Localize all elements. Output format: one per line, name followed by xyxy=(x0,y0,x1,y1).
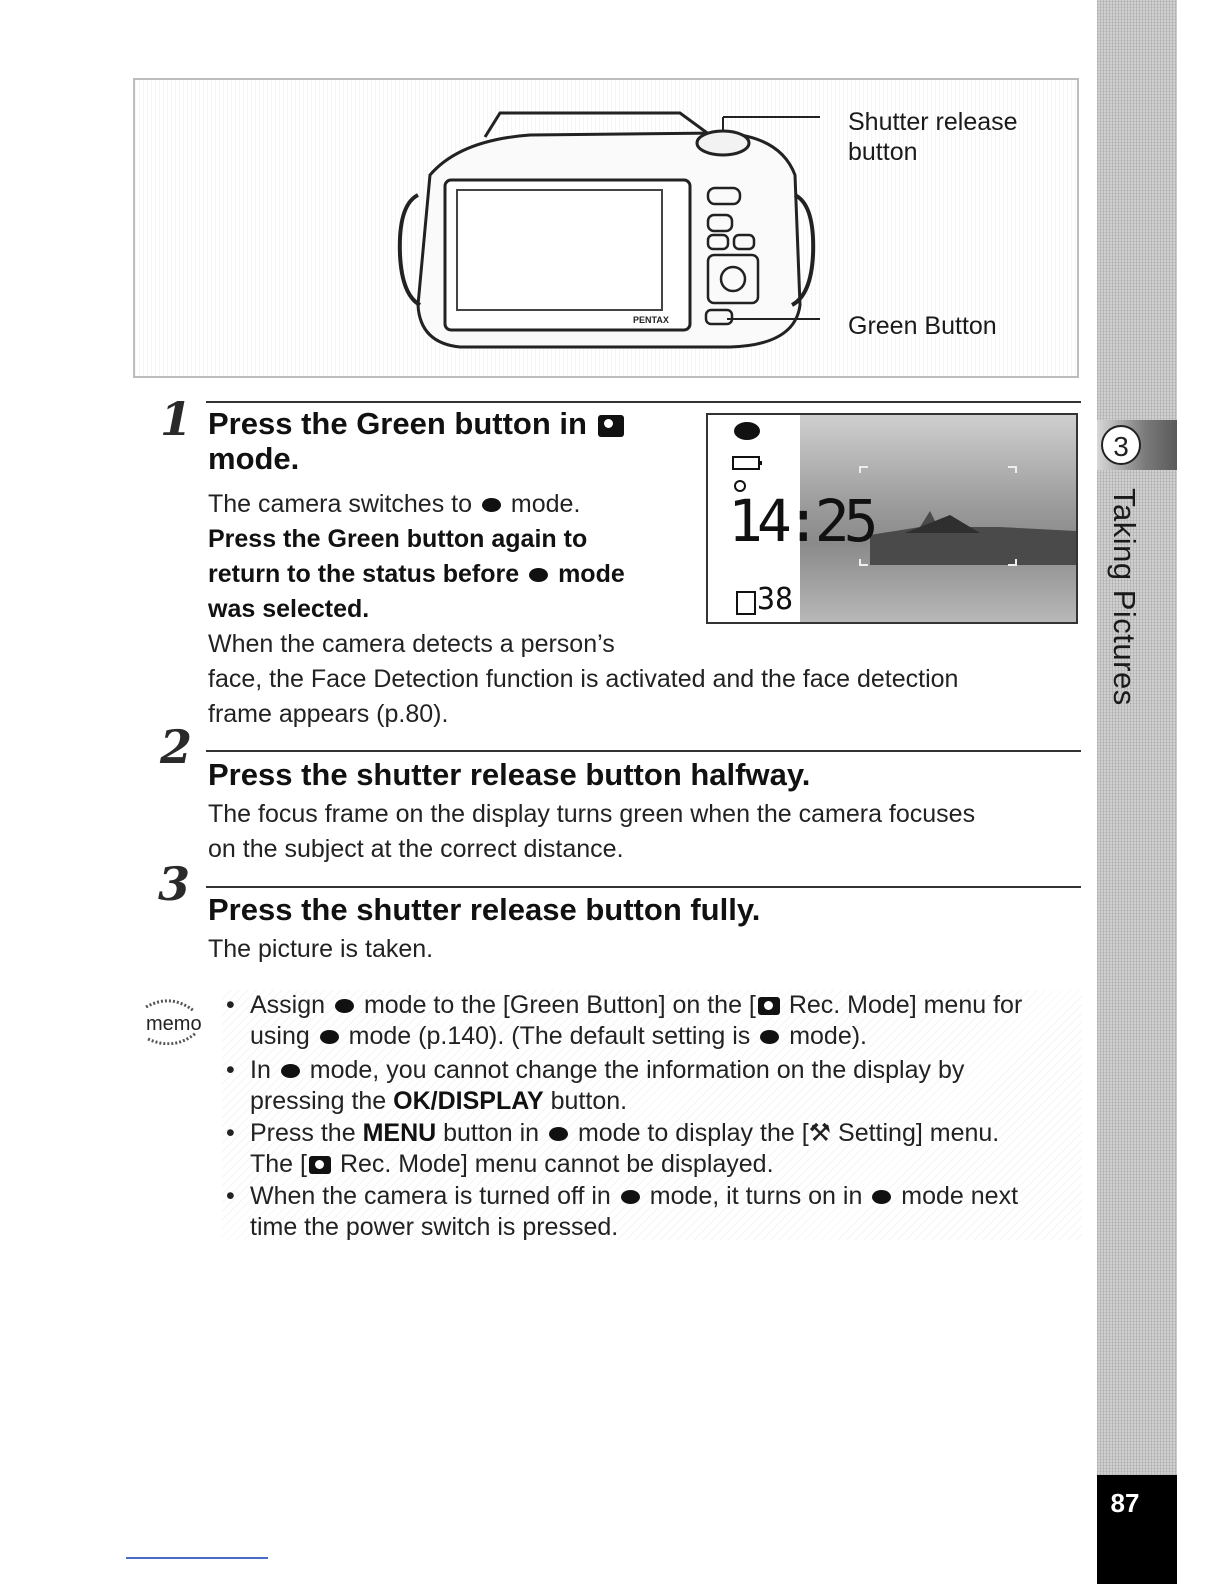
memo-b2-b: mode, you cannot change the information … xyxy=(309,1056,965,1084)
ok-display-key-label: OK/DISPLAY xyxy=(393,1087,544,1115)
step-1-body: The camera switches to mode. Press the G… xyxy=(208,487,698,662)
memo-b4-d: time the power switch is pressed. xyxy=(250,1213,619,1241)
step-2-number: 2 xyxy=(160,720,193,774)
memo-background xyxy=(222,990,1082,1240)
memo-bullet-3: •Press the MENU button in mode to displa… xyxy=(226,1119,1000,1178)
green-mode-icon xyxy=(549,1127,568,1142)
step-1-line7: frame appears (p.80). xyxy=(208,700,449,728)
green-mode-icon xyxy=(872,1190,892,1205)
step-3-title: Press the shutter release button fully. xyxy=(208,892,761,927)
step-1-title-part1: Press the Green button in xyxy=(208,406,587,441)
lcd-scene-overlay xyxy=(859,466,1076,566)
lcd-time: 14:25 xyxy=(728,487,879,555)
step-1-title: Press the Green button in mode. xyxy=(208,406,626,476)
green-mode-icon xyxy=(280,1064,300,1079)
memo-b1-a: Assign xyxy=(250,991,326,1019)
memo-bullet-2: •In mode, you cannot change the informat… xyxy=(226,1056,965,1115)
callout-shutter-button: Shutter release button xyxy=(848,107,1018,167)
memo-b1-f: mode). xyxy=(789,1022,867,1050)
green-mode-icon xyxy=(760,1030,780,1045)
memo-b2-c: pressing the xyxy=(250,1087,387,1115)
page-number-box xyxy=(1097,1475,1177,1584)
step-1-title-part2: mode. xyxy=(208,441,300,476)
step-1-bold-line1: Press the Green button again to xyxy=(208,525,588,553)
step-2-line2: on the subject at the correct distance. xyxy=(208,835,624,863)
step-1-bold-line2b: mode xyxy=(558,560,625,588)
step-1-bold-line2a: return to the status before xyxy=(208,560,520,588)
menu-key-label: MENU xyxy=(362,1119,437,1147)
green-mode-icon xyxy=(335,999,354,1014)
memo-icon: memo xyxy=(145,999,202,1045)
step-1-line5: When the camera detects a person’s xyxy=(208,630,615,658)
memo-b3-e: The [ xyxy=(250,1150,307,1178)
footer-rule xyxy=(126,1557,268,1559)
memo-b3-a: Press the xyxy=(250,1119,356,1147)
chapter-tab-strip xyxy=(1097,0,1177,1475)
memo-b1-e: mode (p.140). (The default setting is xyxy=(348,1022,751,1050)
green-mode-icon xyxy=(481,498,501,513)
chapter-number: 3 xyxy=(1101,425,1141,465)
step-1-line1b: mode. xyxy=(510,490,581,518)
lcd-scene-image xyxy=(800,415,1076,622)
chapter-title: Taking Pictures xyxy=(1107,488,1142,706)
memo-b1-d: using xyxy=(250,1022,310,1050)
callout-shutter-line2: button xyxy=(848,138,918,166)
step-1-bold-line3: was selected. xyxy=(208,595,370,623)
memo-b1-b: mode to the [Green Button] on the [ xyxy=(363,991,756,1019)
lcd-shot-count: 38 xyxy=(757,582,794,617)
step-3-number: 3 xyxy=(158,857,191,911)
memo-b4-c: mode next xyxy=(901,1182,1019,1210)
green-mode-icon xyxy=(620,1190,640,1205)
camera-mode-icon xyxy=(757,997,780,1016)
step-1-rule xyxy=(206,401,1081,403)
green-mode-icon xyxy=(319,1030,339,1045)
camera-brand-label: PENTAX xyxy=(633,315,669,325)
memo-b2-d: button. xyxy=(550,1087,628,1115)
memo-bullet-1: •Assign mode to the [Green Button] on th… xyxy=(226,991,1023,1050)
lcd-status-icons xyxy=(732,422,762,492)
memo-b1-c: Rec. Mode] menu for xyxy=(788,991,1023,1019)
camera-back-illustration: PENTAX xyxy=(397,111,820,349)
memo-b3-b: button in xyxy=(443,1119,540,1147)
memo-b2-a: In xyxy=(250,1056,271,1084)
camera-mode-icon xyxy=(308,1156,331,1175)
memo-icon-label: memo xyxy=(146,1013,202,1035)
step-3-body: The picture is taken. xyxy=(208,935,434,963)
camera-mode-icon xyxy=(597,414,624,437)
step-2-body: The focus frame on the display turns gre… xyxy=(208,797,1088,867)
memo-b3-d: Setting] menu. xyxy=(838,1119,1000,1147)
lcd-card-icon xyxy=(736,591,756,615)
memo-b4-a: When the camera is turned off in xyxy=(250,1182,611,1210)
memo-b4-b: mode, it turns on in xyxy=(649,1182,863,1210)
callout-shutter-line1: Shutter release xyxy=(848,108,1018,136)
step-1-line1a: The camera switches to xyxy=(208,490,472,518)
green-mode-icon xyxy=(529,568,549,583)
memo-b3-f: Rec. Mode] menu cannot be displayed. xyxy=(339,1150,774,1178)
step-1-number: 1 xyxy=(160,392,193,446)
page-number: 87 xyxy=(1110,1488,1140,1518)
wrench-icon: ⚒ xyxy=(808,1119,832,1147)
step-3-rule xyxy=(206,886,1081,888)
callout-green-button: Green Button xyxy=(848,312,997,340)
step-2-line1: The focus frame on the display turns gre… xyxy=(208,800,976,828)
step-1-body-cont: face, the Face Detection function is act… xyxy=(208,662,1088,732)
memo-bullet-4: •When the camera is turned off in mode, … xyxy=(226,1182,1019,1241)
step-1-line6: face, the Face Detection function is act… xyxy=(208,665,959,693)
step-2-rule xyxy=(206,750,1081,752)
memo-b3-c: mode to display the [ xyxy=(577,1119,809,1147)
step-2-title: Press the shutter release button halfway… xyxy=(208,757,811,792)
